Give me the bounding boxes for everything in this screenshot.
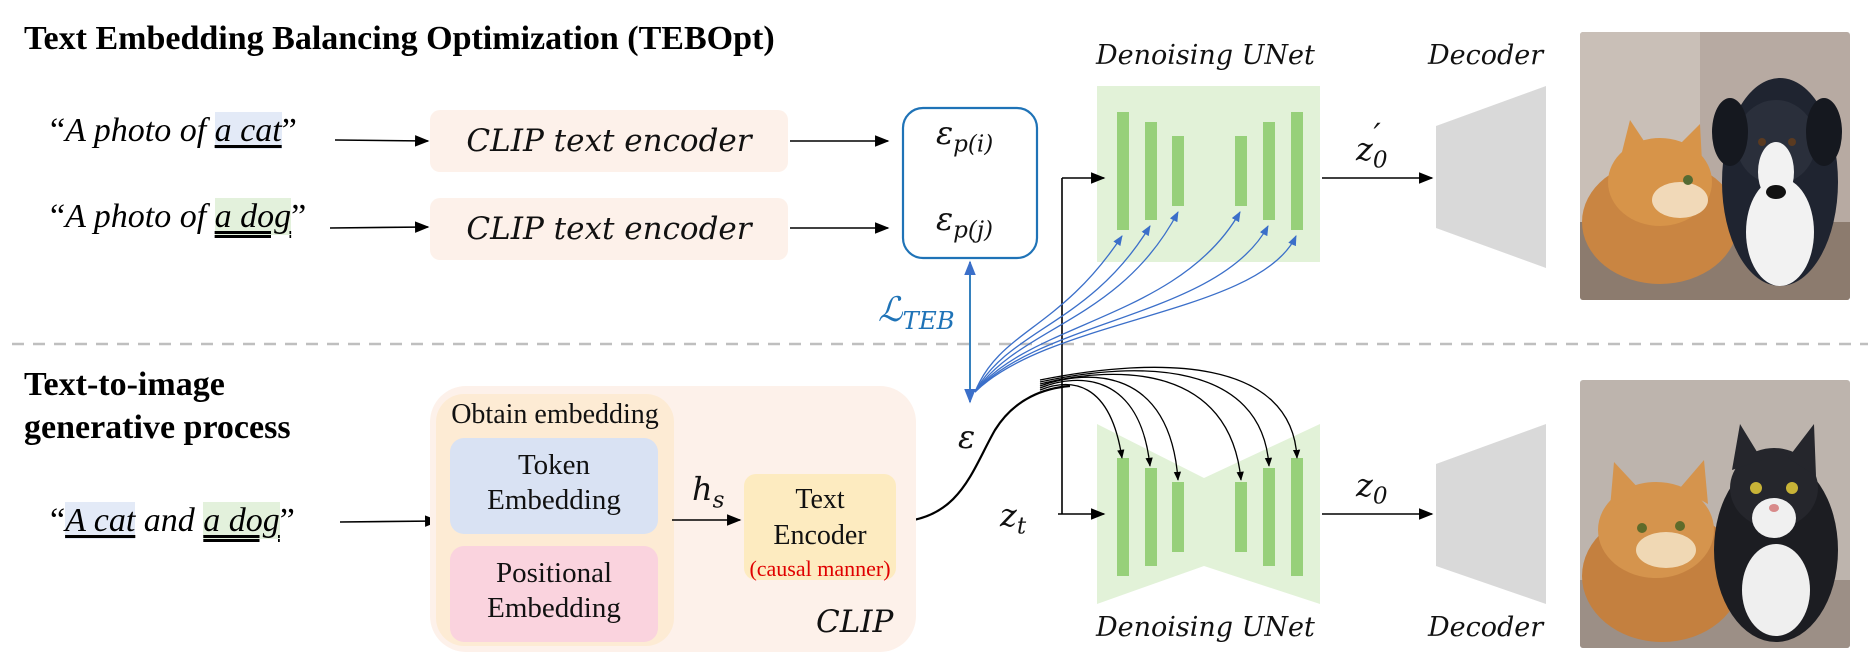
top-decoder-label: Decoder [1428,40,1544,71]
positional-embedding-box [450,546,658,642]
prompt-cat-prefix: A photo of [65,112,207,149]
bottom-decoder-label: Decoder [1428,612,1544,643]
generated-image-cat-and-dog [1580,32,1850,300]
arrow-prompt-cat-to-encoder [334,135,430,147]
prompt-close-quote: ” [281,112,297,149]
prompt-cat-and-dog: “A cat and a dog” [50,502,295,540]
clip-text-encoder-cat: CLIP text encoder [430,110,788,172]
prompt-close-quote: ” [291,198,307,235]
prompt-open-quote: “ [50,502,66,539]
prompt-dog-noun: a dog [214,198,292,235]
prompt-dog-prefix: A photo of [65,198,207,235]
bottom-decoder-shape [1436,424,1546,604]
prompt-close-quote: ” [279,502,295,539]
bottom-conditioning-arrows [1039,366,1301,481]
token-embedding-box [450,438,658,534]
prompt-open-quote: “ [50,198,66,235]
z0-label: z0 [1356,466,1388,510]
clip-label: CLIP [816,604,894,640]
prompt-noun-cat: A cat [65,502,136,539]
loss-teb-label: ℒTEB [878,290,955,335]
bottom-section-title: Text-to-image generative process [24,364,291,449]
top-conditioning-arrows [974,211,1297,393]
text-encoder-label: Text Encoder [773,484,867,551]
arrow-prompt-dog-to-encoder [329,221,430,233]
top-decoder-shape [1436,86,1546,268]
bottom-unet-label: Denoising UNet [1096,612,1315,643]
arrow-prompt-to-clip [339,515,440,527]
epsilon-label: ε [958,418,976,456]
prompt-cat-noun: a cat [214,112,282,149]
top-unet-label: Denoising UNet [1096,40,1315,71]
prompt-noun-dog: a dog [203,502,280,539]
prompt-open-quote: “ [50,112,66,149]
causal-manner-note: (causal manner) [749,556,891,581]
hs-label: hs [692,470,725,514]
zt-label: zt [1000,496,1027,540]
bottom-unet-shape [1097,424,1320,604]
top-section-title: Text Embedding Balancing Optimization (T… [24,20,775,57]
embedding-box [901,106,1039,260]
generated-image-two-cats [1580,380,1850,648]
positional-embedding-label: Positional Embedding [487,557,621,625]
text-encoder-box [744,474,896,580]
prompt-dog: “A photo of a dog” [50,198,306,236]
epsilon-p-j: εp(j) [936,200,994,244]
prompt-conjunction: and [143,502,195,539]
top-unet-bars [1117,112,1303,230]
text-encoder-output-curve [895,384,1071,524]
z0-prime-label: z0′ [1356,116,1388,174]
bottom-unet-bars [1117,458,1303,576]
obtain-embedding-label: Obtain embedding [451,399,659,430]
token-embedding-label: Token Embedding [487,449,621,517]
bottom-title-line-2: generative process [24,408,291,446]
epsilon-p-i: εp(i) [936,114,994,158]
prompt-cat: “A photo of a cat” [50,112,297,150]
clip-text-encoder-dog: CLIP text encoder [430,198,788,260]
bottom-title-line-1: Text-to-image [24,366,225,403]
